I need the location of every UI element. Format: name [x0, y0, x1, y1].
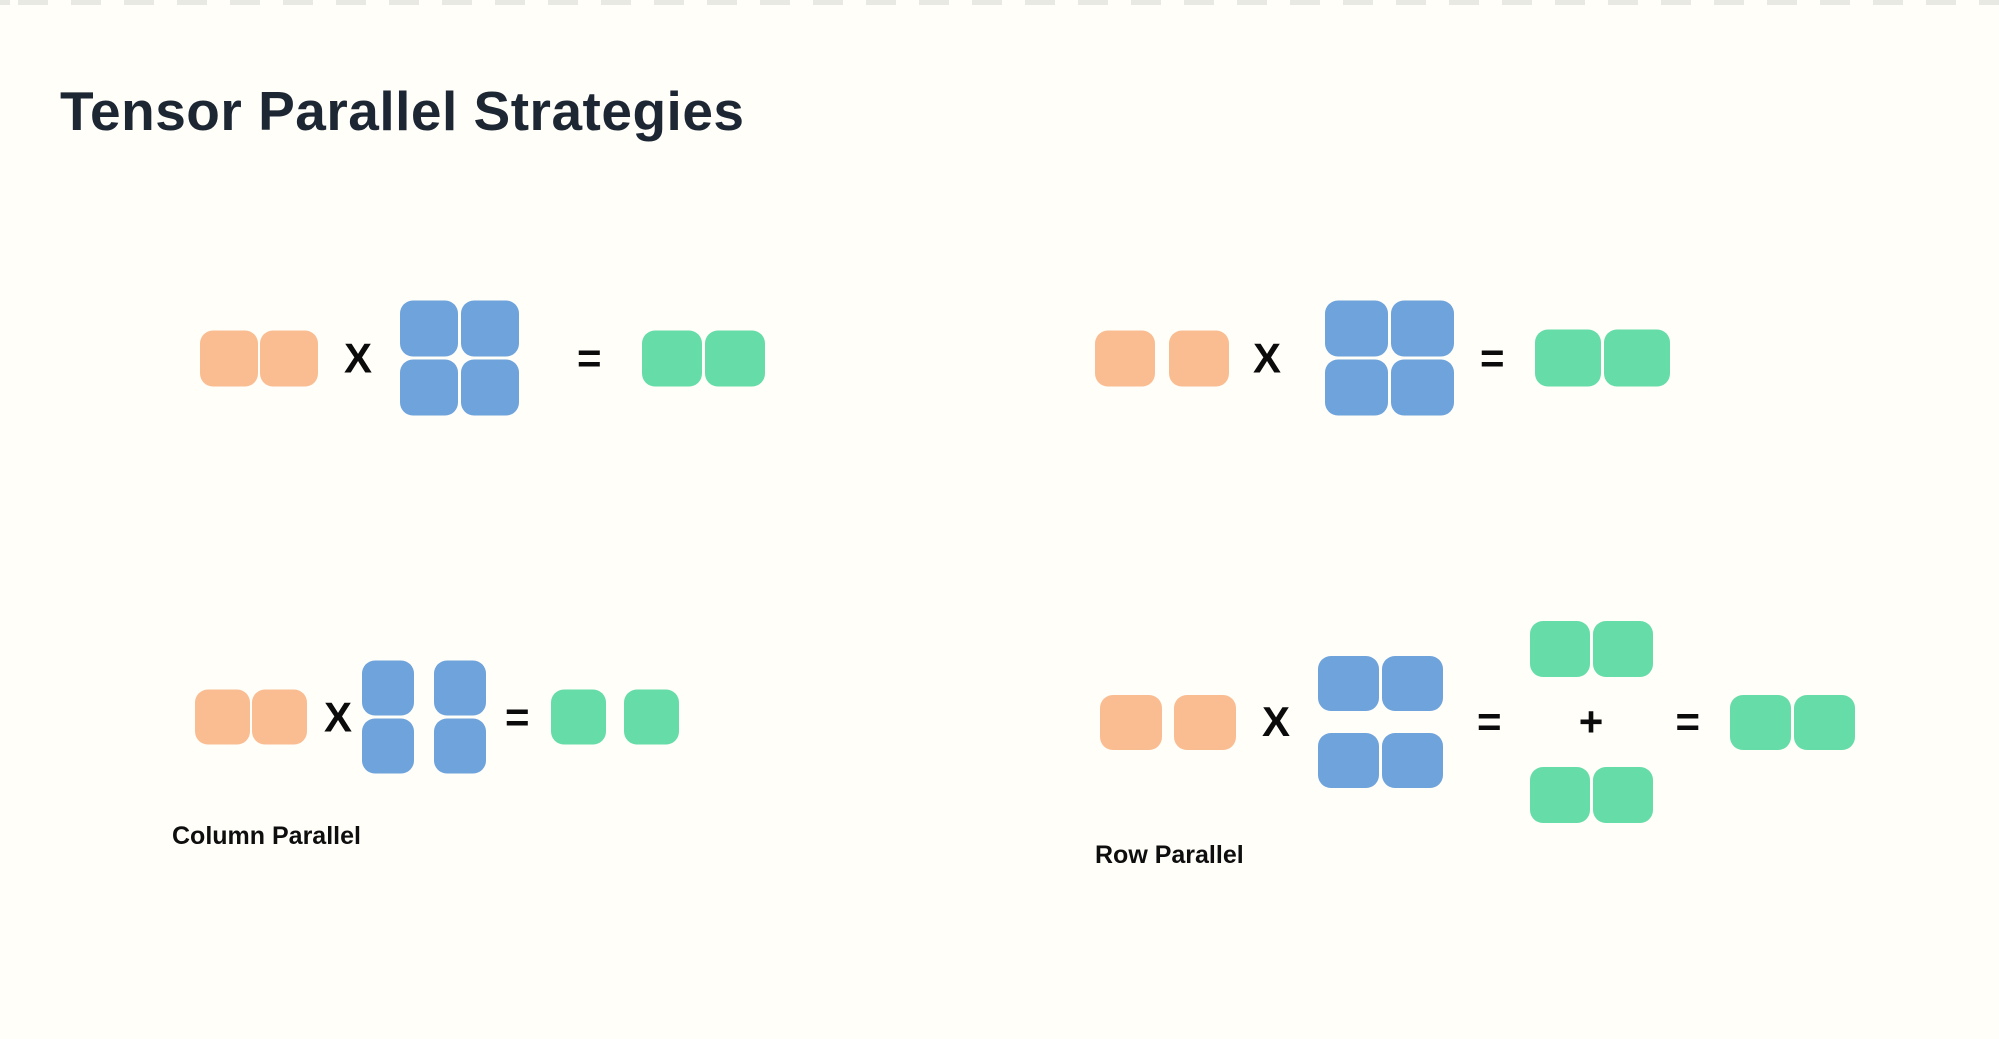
input-matrix-cell: [1095, 330, 1155, 386]
weight-matrix-cell: [1325, 359, 1389, 416]
multiply-operator: X: [1262, 698, 1291, 745]
equals-operator: =: [1480, 334, 1505, 381]
output-matrix: [1529, 767, 1653, 823]
weight-matrix-cell: [461, 300, 520, 357]
input-matrix: [1100, 694, 1236, 750]
weight-matrix-cell: [461, 359, 520, 416]
equals-operator: =: [505, 693, 530, 740]
output-matrix: [641, 330, 765, 386]
output-matrix-cell: [1592, 767, 1653, 823]
column-parallel-label: Column Parallel: [172, 822, 361, 850]
input-matrix: [195, 689, 307, 745]
top-edge-square-pattern: [0, 0, 1999, 5]
weight-matrix-cell: [362, 660, 415, 716]
weight-matrix-cell: [400, 300, 459, 357]
weight-matrix-cell: [434, 660, 487, 716]
input-matrix-cell: [195, 689, 250, 745]
output-matrix: [1529, 621, 1653, 677]
output-matrix-cell: [704, 330, 765, 386]
weight-matrix: [1325, 300, 1455, 416]
baseline-equation-left: X=: [200, 300, 765, 416]
output-matrix-cell: [1534, 329, 1601, 387]
plus-operator: +: [1578, 698, 1604, 745]
output-matrix-cell: [1529, 767, 1590, 823]
input-matrix: [200, 330, 318, 386]
multiply-operator: X: [344, 334, 373, 381]
weight-matrix-cell: [434, 718, 487, 774]
equals-operator: =: [1675, 698, 1701, 745]
equals-operator: =: [577, 334, 602, 381]
output-matrix: [1534, 329, 1670, 387]
input-matrix-cell: [252, 689, 307, 745]
input-matrix-cell: [1174, 694, 1236, 750]
input-matrix-cell: [1100, 694, 1162, 750]
weight-matrix: [1318, 656, 1444, 788]
output-matrix-cell: [1603, 329, 1670, 387]
input-matrix-cell: [260, 330, 318, 386]
input-matrix-cell: [1169, 330, 1229, 386]
baseline-equation-right: X=: [1095, 300, 1670, 416]
weight-matrix: [362, 660, 487, 774]
output-matrix-cell: [1794, 694, 1856, 750]
weight-matrix-cell: [1318, 733, 1380, 788]
column-parallel-equation: X=: [195, 660, 679, 774]
multiply-operator: X: [1253, 334, 1282, 381]
output-matrix-cell: [1730, 694, 1792, 750]
output-matrix: [1730, 694, 1856, 750]
weight-matrix: [400, 300, 520, 416]
equals-operator: =: [1477, 698, 1502, 745]
weight-matrix-cell: [1382, 733, 1444, 788]
weight-matrix-cell: [362, 718, 415, 774]
page-title: Tensor Parallel Strategies: [60, 79, 745, 142]
output-matrix: [550, 689, 679, 745]
partial-sum-stack: +: [1529, 621, 1653, 823]
output-matrix-cell: [623, 689, 679, 745]
input-matrix-cell: [200, 330, 258, 386]
weight-matrix-cell: [400, 359, 459, 416]
output-matrix-cell: [641, 330, 702, 386]
weight-matrix-cell: [1391, 359, 1455, 416]
weight-matrix-cell: [1318, 656, 1380, 711]
weight-matrix-cell: [1325, 300, 1389, 357]
output-matrix-cell: [1529, 621, 1590, 677]
weight-matrix-cell: [1391, 300, 1455, 357]
weight-matrix-cell: [1382, 656, 1444, 711]
output-matrix-cell: [1592, 621, 1653, 677]
row-parallel-label: Row Parallel: [1095, 841, 1244, 869]
row-parallel-equation: X = + =: [1100, 621, 1856, 823]
output-matrix-cell: [550, 689, 606, 745]
multiply-operator: X: [324, 693, 353, 740]
input-matrix: [1095, 330, 1229, 386]
